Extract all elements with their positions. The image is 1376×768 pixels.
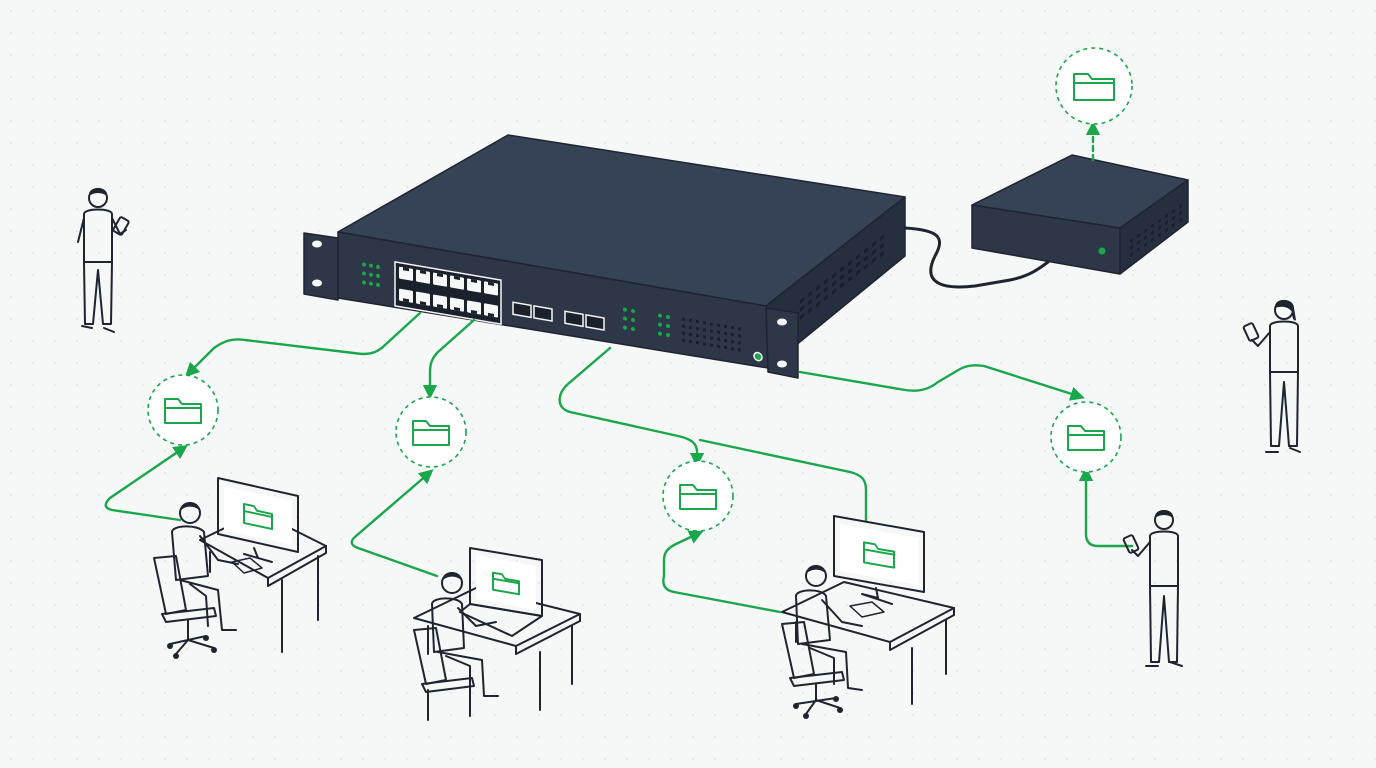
rack-ear-hole <box>312 279 322 287</box>
sfp-port <box>512 301 532 319</box>
flow-switch-to-badge-2 <box>422 318 476 400</box>
tablet-icon <box>1242 322 1260 342</box>
workstation-laptop <box>413 547 581 721</box>
folder-icon <box>243 503 273 530</box>
rack-ear-hole <box>312 240 322 248</box>
folder-icon <box>679 484 717 510</box>
file-flow-links <box>104 120 1134 614</box>
keyboard <box>849 601 885 618</box>
nas-status-led-icon <box>1098 247 1106 255</box>
folder-badge-nas <box>1055 47 1133 125</box>
laptop-keyboard <box>459 603 543 637</box>
workstation-desktop-left <box>153 477 327 659</box>
flow-switch-to-badge-4 <box>798 364 1085 401</box>
flow-switch-to-workstation-3 <box>698 438 868 522</box>
keyboard <box>231 557 263 574</box>
sfp-port <box>533 305 553 322</box>
laptop <box>459 547 543 637</box>
folder-badges <box>147 47 1133 532</box>
tablet-user-right-bottom <box>1122 510 1183 667</box>
rj45-port <box>450 275 464 290</box>
flow-switch-to-badge-3 <box>558 346 705 468</box>
folder-icon <box>1067 425 1105 451</box>
network-switch <box>303 134 906 379</box>
rj45-port <box>416 291 430 306</box>
rack-ear-hole <box>777 360 787 368</box>
flow-switch-to-badge-1 <box>184 311 422 378</box>
flow-tablet-user-to-badge-4 <box>1078 466 1134 548</box>
rj45-port <box>467 300 481 315</box>
desktop-monitor <box>833 515 925 605</box>
rj45-port <box>433 272 447 287</box>
flow-laptop-to-badge-2 <box>350 469 439 578</box>
rj45-port <box>399 266 413 281</box>
switch-side-vents <box>800 234 884 320</box>
rj45-port <box>433 294 447 309</box>
workstation-desktop-right <box>781 515 955 719</box>
tablet-icon <box>112 216 130 236</box>
folder-icon <box>164 398 202 424</box>
nas-storage-device <box>971 154 1189 275</box>
rack-ear-right <box>765 307 799 379</box>
seated-person <box>795 565 863 691</box>
rj45-port <box>416 269 430 284</box>
desktop-monitor <box>217 477 299 563</box>
folder-icon <box>863 541 895 569</box>
folder-icon <box>492 571 520 596</box>
folder-badge-2 <box>395 396 467 468</box>
folder-icon <box>1073 73 1115 101</box>
switch-to-nas-cable <box>903 226 1050 289</box>
rj45-port <box>484 303 498 318</box>
sfp-ports <box>512 301 605 331</box>
office-chair <box>413 627 475 721</box>
folder-badge-3 <box>662 460 734 532</box>
tablet-user-left <box>77 188 130 333</box>
folder-badge-4 <box>1050 401 1122 473</box>
tablet-user-right-top <box>1242 299 1301 453</box>
rj45-port <box>450 297 464 312</box>
sfp-port <box>585 313 605 331</box>
status-led-grid-left <box>362 262 380 287</box>
switch-front-vents <box>682 317 741 352</box>
office-chair <box>781 621 845 719</box>
seated-person <box>171 502 239 631</box>
tablet-icon <box>1122 534 1140 554</box>
flow-workstation-3-to-badge-3 <box>662 530 782 614</box>
rj45-port <box>467 278 481 293</box>
status-led-icon <box>753 351 763 362</box>
rj45-port <box>484 281 498 296</box>
folder-icon <box>412 420 450 446</box>
folder-badge-1 <box>147 374 219 446</box>
rack-ear-hole <box>777 318 787 326</box>
office-chair <box>153 555 217 659</box>
switch-front-panel <box>362 260 763 362</box>
rj45-ports <box>399 266 498 318</box>
seated-person <box>431 572 499 697</box>
flow-workstation-1-to-badge-1 <box>104 444 188 522</box>
nas-side-vents <box>1130 203 1182 257</box>
sfp-port <box>564 310 584 328</box>
rj45-port <box>399 288 413 303</box>
status-led-grid-right <box>623 307 670 338</box>
